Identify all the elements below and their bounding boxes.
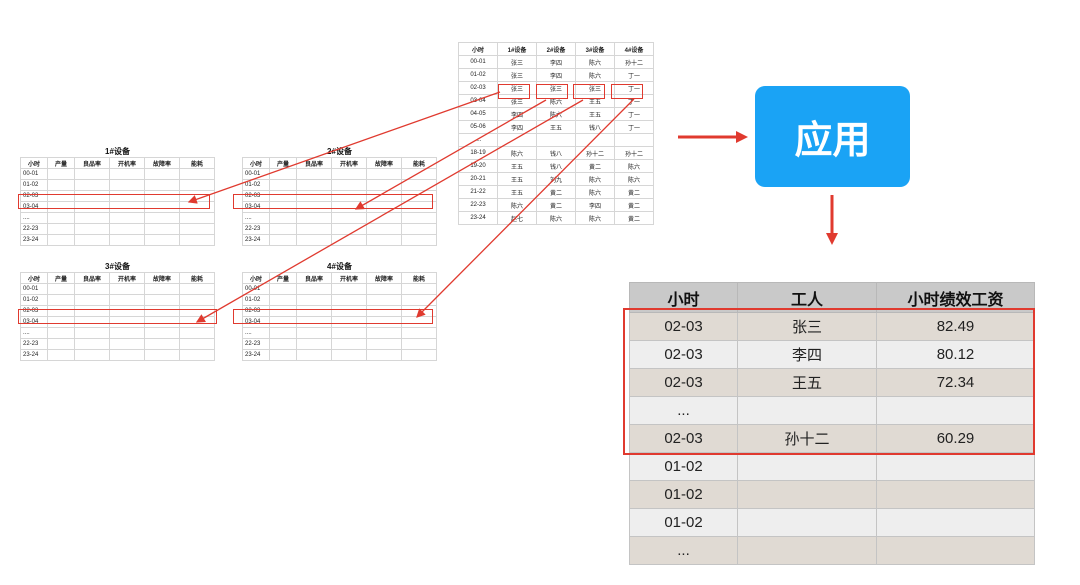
arrow-sched4-to-dev4 [416,98,635,318]
result-header: 工人 [737,282,877,313]
result-cell [876,452,1035,481]
schedule-highlight-3 [573,84,605,99]
result-row: ... [629,536,1035,565]
schedule-cell: 黄二 [614,211,654,225]
result-cell: 60.29 [876,424,1035,453]
result-row: 01-02 [629,508,1035,537]
result-cell [737,508,877,537]
result-cell [876,508,1035,537]
device-table-row: 22-23 [242,223,437,235]
result-cell: 02-03 [629,424,738,453]
result-cell: 李四 [737,340,877,369]
result-cell [737,452,877,481]
device-table-cell [401,349,437,361]
result-cell [737,536,877,565]
device-table-row: 02-03 [20,305,215,317]
device-3-title: 3#设备 [105,262,130,271]
device-2-title: 2#设备 [327,147,352,156]
device-table-row: 00-01 [20,283,215,295]
apply-button[interactable]: 应用 [755,86,910,187]
device-4-highlight [233,309,433,324]
result-row: 01-02 [629,452,1035,481]
result-cell [876,480,1035,509]
device-3-highlight [18,309,217,324]
device-2-highlight [233,194,433,209]
result-cell [737,396,877,425]
device-table-hour-cell: 23-24 [242,234,270,246]
result-cell: ... [629,536,738,565]
result-cell: 01-02 [629,452,738,481]
result-cell: 72.34 [876,368,1035,397]
device-table-row: .... [242,212,437,224]
device-table-row: 23-24 [20,349,215,361]
device-table-cell [401,234,437,246]
result-header: 小时 [629,282,738,313]
result-cell: ... [629,396,738,425]
device-table-hour-cell: 23-24 [20,349,48,361]
device-table-row: 23-24 [242,234,437,246]
arrow-sched3-to-dev3 [195,99,584,323]
device-1-title: 1#设备 [105,147,130,156]
device-table-row: 02-03 [242,305,437,317]
device-table-row: 22-23 [242,338,437,350]
schedule-cell: 赵七 [497,211,537,225]
result-cell: 王五 [737,368,877,397]
result-cell: 02-03 [629,340,738,369]
device-4-title: 4#设备 [327,262,352,271]
result-cell: 张三 [737,312,877,341]
device-table-row: 01-02 [242,294,437,306]
device-table-row: 23-24 [20,234,215,246]
schedule-highlight-1 [498,84,530,99]
schedule-highlight-4 [611,84,643,99]
result-cell [737,480,877,509]
device-table-header-row: 小时产量良品率开机率故障率能耗 [20,272,215,284]
device-table-row: 23-24 [242,349,437,361]
device-table-row: .... [242,327,437,339]
device-1-highlight [18,194,210,209]
device-table-row: .... [20,212,215,224]
result-header-row: 小时工人小时绩效工资 [629,282,1035,313]
result-cell: 01-02 [629,508,738,537]
result-cell: 80.12 [876,340,1035,369]
device-table-cell [179,349,215,361]
arrow-sched2-to-dev2 [354,99,547,210]
result-highlight [623,308,1035,455]
device-table-row: 01-02 [20,179,215,191]
schedule-highlight-2 [536,84,568,99]
result-cell [876,536,1035,565]
schedule-cell: 陈六 [536,211,576,225]
result-row: 01-02 [629,480,1035,509]
device-table-cell [179,234,215,246]
result-cell: 02-03 [629,312,738,341]
arrow-sched1-to-dev1 [187,91,501,204]
device-table-row: 03-04 [20,201,215,213]
